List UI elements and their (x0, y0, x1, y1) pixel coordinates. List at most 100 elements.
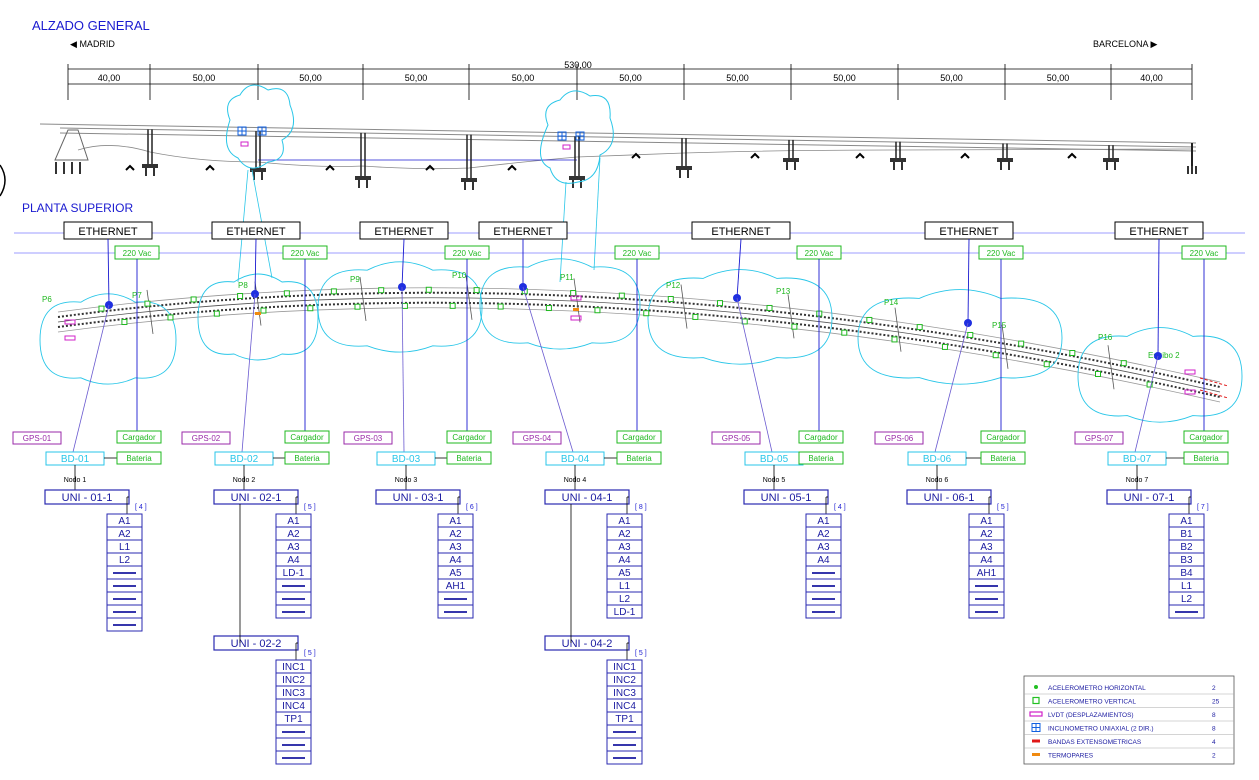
channel-label: L1 (619, 581, 631, 592)
legend-label: ACELEROMETRO VERTICAL (1048, 699, 1136, 706)
span-dimension: 50,00 (940, 73, 963, 83)
pier-footing (676, 166, 692, 170)
channel-label: INC2 (613, 675, 636, 686)
channel-label: A2 (449, 529, 462, 540)
channel-label: A2 (980, 529, 993, 540)
pier-footing (569, 176, 585, 180)
plan-title: PLANTA SUPERIOR (22, 201, 134, 215)
pier-label: P12 (666, 281, 681, 290)
arrow-right-icon: ▶ (1150, 39, 1158, 49)
power-label: 220 Vac (123, 249, 152, 258)
charger-box (116, 430, 162, 444)
accelerometer-horizontal-icon (1034, 685, 1038, 689)
channel-label: A1 (118, 516, 131, 527)
thermocouple-icon (573, 308, 579, 311)
gps-link (1134, 355, 1159, 453)
sensor-cloud-elevation-left (225, 84, 295, 169)
acquisition-unit-label: UNI - 02-2 (231, 638, 282, 650)
channel-label: A1 (287, 516, 300, 527)
pier-axis (1107, 345, 1115, 390)
ethernet-label: ETHERNET (374, 226, 434, 238)
gps-label: GPS-05 (722, 434, 751, 443)
accelerometer-icon (98, 305, 105, 312)
battery-box (284, 451, 330, 465)
ethernet-label: ETHERNET (711, 226, 771, 238)
gps-link (72, 304, 110, 453)
accelerometer-icon (967, 331, 974, 338)
ethernet-drop (401, 238, 405, 288)
accelerometer-icon (167, 314, 174, 321)
channel-count: [ 4 ] (834, 504, 846, 511)
pier-axis (146, 289, 154, 334)
lvdt-icon (1184, 369, 1196, 375)
terrain-mark (1067, 152, 1077, 159)
battery-label: Bateria (1193, 454, 1219, 463)
edge-mark (0, 164, 6, 197)
power-label: 220 Vac (987, 249, 1016, 258)
pier-label: P11 (560, 273, 574, 282)
span-dimension: 40,00 (98, 73, 121, 83)
legend-count: 8 (1212, 726, 1216, 733)
charger-box (798, 430, 844, 444)
channel-count: [ 4 ] (135, 504, 147, 511)
channel-count: [ 5 ] (635, 650, 647, 657)
accelerometer-icon (354, 303, 361, 310)
accelerometer-icon (144, 300, 151, 307)
sensor-cloud-plan (479, 258, 641, 350)
battery-label: Bateria (626, 454, 652, 463)
charger-box (284, 430, 330, 444)
charger-label: Cargador (1189, 433, 1223, 442)
gps-box (874, 431, 924, 445)
pier-footing (997, 158, 1013, 162)
charger-box (446, 430, 492, 444)
acquisition-unit-label: UNI - 07-1 (1124, 492, 1175, 504)
accelerometer-icon (1120, 360, 1127, 367)
power-label: 220 Vac (623, 249, 652, 258)
pier-footing (1103, 158, 1119, 162)
channel-label: L2 (119, 555, 131, 566)
battery-label: Bateria (456, 454, 482, 463)
deck-line-mid (59, 127, 1197, 148)
channel-label: A2 (287, 529, 300, 540)
strain-band-icon (1032, 739, 1040, 743)
deck-plan-line (57, 297, 1221, 393)
lvdt-icon (240, 141, 249, 147)
pier-label: P6 (42, 295, 52, 304)
legend-label: BANDAS EXTENSOMETRICAS (1048, 739, 1142, 746)
legend-count: 4 (1212, 739, 1216, 746)
accelerometer-icon (497, 303, 504, 310)
lvdt-icon (1029, 711, 1043, 717)
pier-axis (1001, 324, 1009, 369)
channel-label: A1 (449, 516, 462, 527)
channel-label: A1 (817, 516, 830, 527)
power-label: 220 Vac (291, 249, 320, 258)
legend-box (1023, 675, 1235, 765)
lvdt-icon (562, 144, 571, 150)
pier-axis (359, 276, 367, 322)
battery-label: Bateria (126, 454, 152, 463)
battery-box (980, 451, 1026, 465)
total-dimension: 530,00 (564, 60, 592, 70)
accelerometer-icon (425, 286, 432, 293)
charger-label: Cargador (122, 433, 156, 442)
battery-box (446, 451, 492, 465)
lvdt-icon (570, 295, 582, 301)
terrain-line (77, 145, 1193, 170)
span-dimension: 50,00 (726, 73, 749, 83)
accelerometer-icon (545, 305, 552, 312)
channel-count: [ 8 ] (635, 504, 647, 511)
accelerometer-icon (841, 329, 848, 336)
pier-axis (254, 281, 262, 326)
pier-footing (355, 176, 371, 180)
sensor-cloud-plan (647, 269, 833, 365)
sensor-cloud-plan (39, 293, 177, 385)
gps-box (12, 431, 62, 445)
battery-label: Bateria (990, 454, 1016, 463)
madrid-label: MADRID (79, 39, 115, 49)
channel-label: A1 (980, 516, 993, 527)
sensor-cloud-plan (1077, 327, 1243, 423)
legend-label: TERMOPARES (1048, 753, 1094, 760)
accelerometer-icon (283, 290, 290, 297)
